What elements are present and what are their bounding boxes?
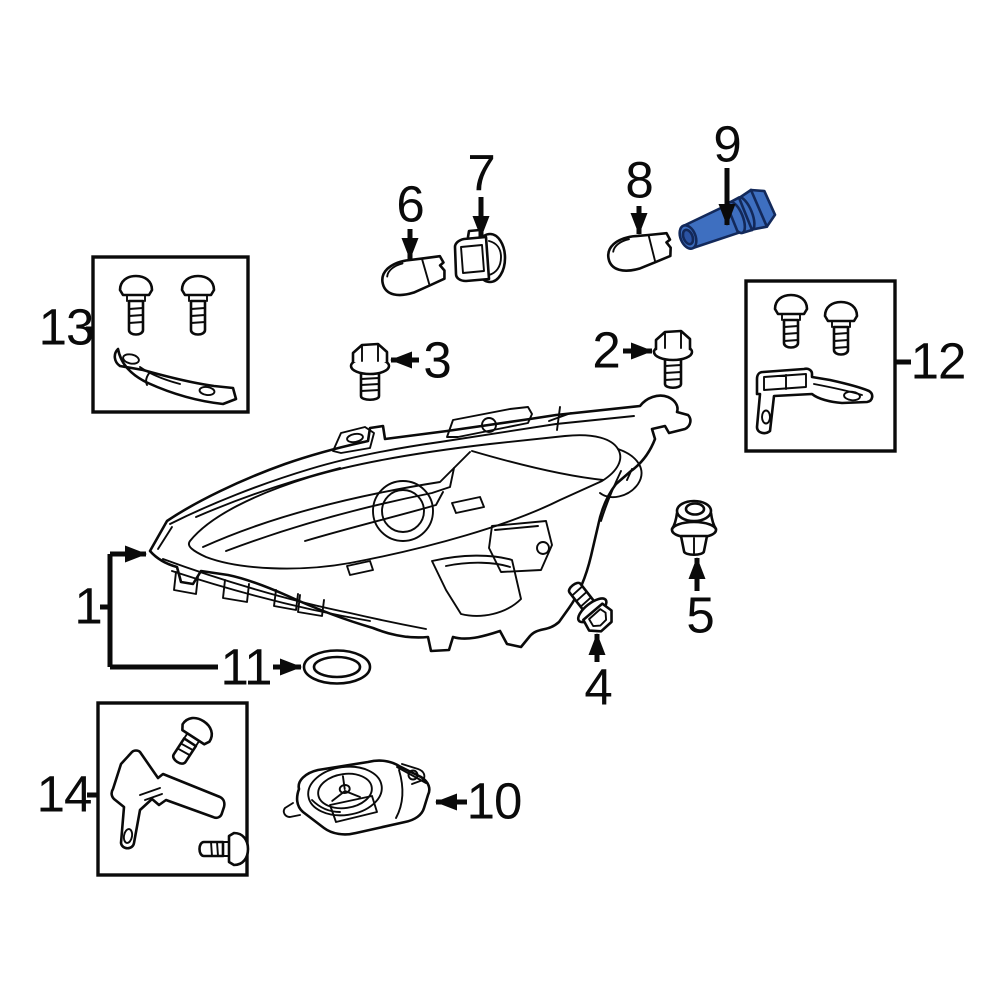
kit-13-bracket [113, 347, 238, 406]
callout-label-5: 5 [686, 586, 714, 644]
gasket-11-drawing [302, 649, 372, 685]
callout-leaders [86, 168, 911, 811]
callout-label-6: 6 [396, 175, 424, 233]
callout-label-8: 8 [625, 151, 653, 209]
callout-label-1: 1 [74, 577, 102, 635]
callout-label-3: 3 [423, 331, 451, 389]
callout-label-11: 11 [220, 638, 273, 696]
grommet-5-drawing [670, 499, 718, 557]
bracket-kit-12-box [744, 279, 897, 453]
kit-12-screw-1 [773, 293, 809, 349]
bracket-kit-13-box [91, 255, 250, 414]
callout-label-7: 7 [467, 144, 495, 202]
callout-label-12: 12 [910, 332, 967, 390]
socket-7-drawing [453, 228, 507, 284]
ballast-module-10-drawing [282, 759, 431, 836]
bulb-8-drawing [606, 231, 672, 272]
kit-14-screw-2 [198, 831, 250, 867]
callout-1-leader [100, 545, 218, 670]
bolt-2-drawing [652, 329, 694, 390]
bolt-4-drawing [567, 581, 613, 633]
callout-label-2: 2 [592, 321, 620, 379]
bracket-kit-14-box [96, 701, 250, 877]
callout-label-10: 10 [466, 772, 523, 830]
kit-14-screw-1 [171, 716, 214, 765]
kit-14-bracket [110, 749, 226, 850]
kit-13-screw-1 [118, 274, 154, 336]
callout-label-4: 4 [584, 658, 612, 716]
kit-12-screw-2 [823, 300, 859, 356]
bulb-6-drawing [381, 254, 446, 297]
headlamp-assembly-drawing [148, 394, 692, 653]
bolt-3-drawing [349, 342, 391, 402]
callout-label-14: 14 [36, 765, 93, 823]
callout-label-9: 9 [713, 115, 741, 173]
kit-12-bracket [755, 367, 874, 435]
kit-13-screw-2 [180, 274, 216, 336]
callout-label-13: 13 [38, 298, 95, 356]
